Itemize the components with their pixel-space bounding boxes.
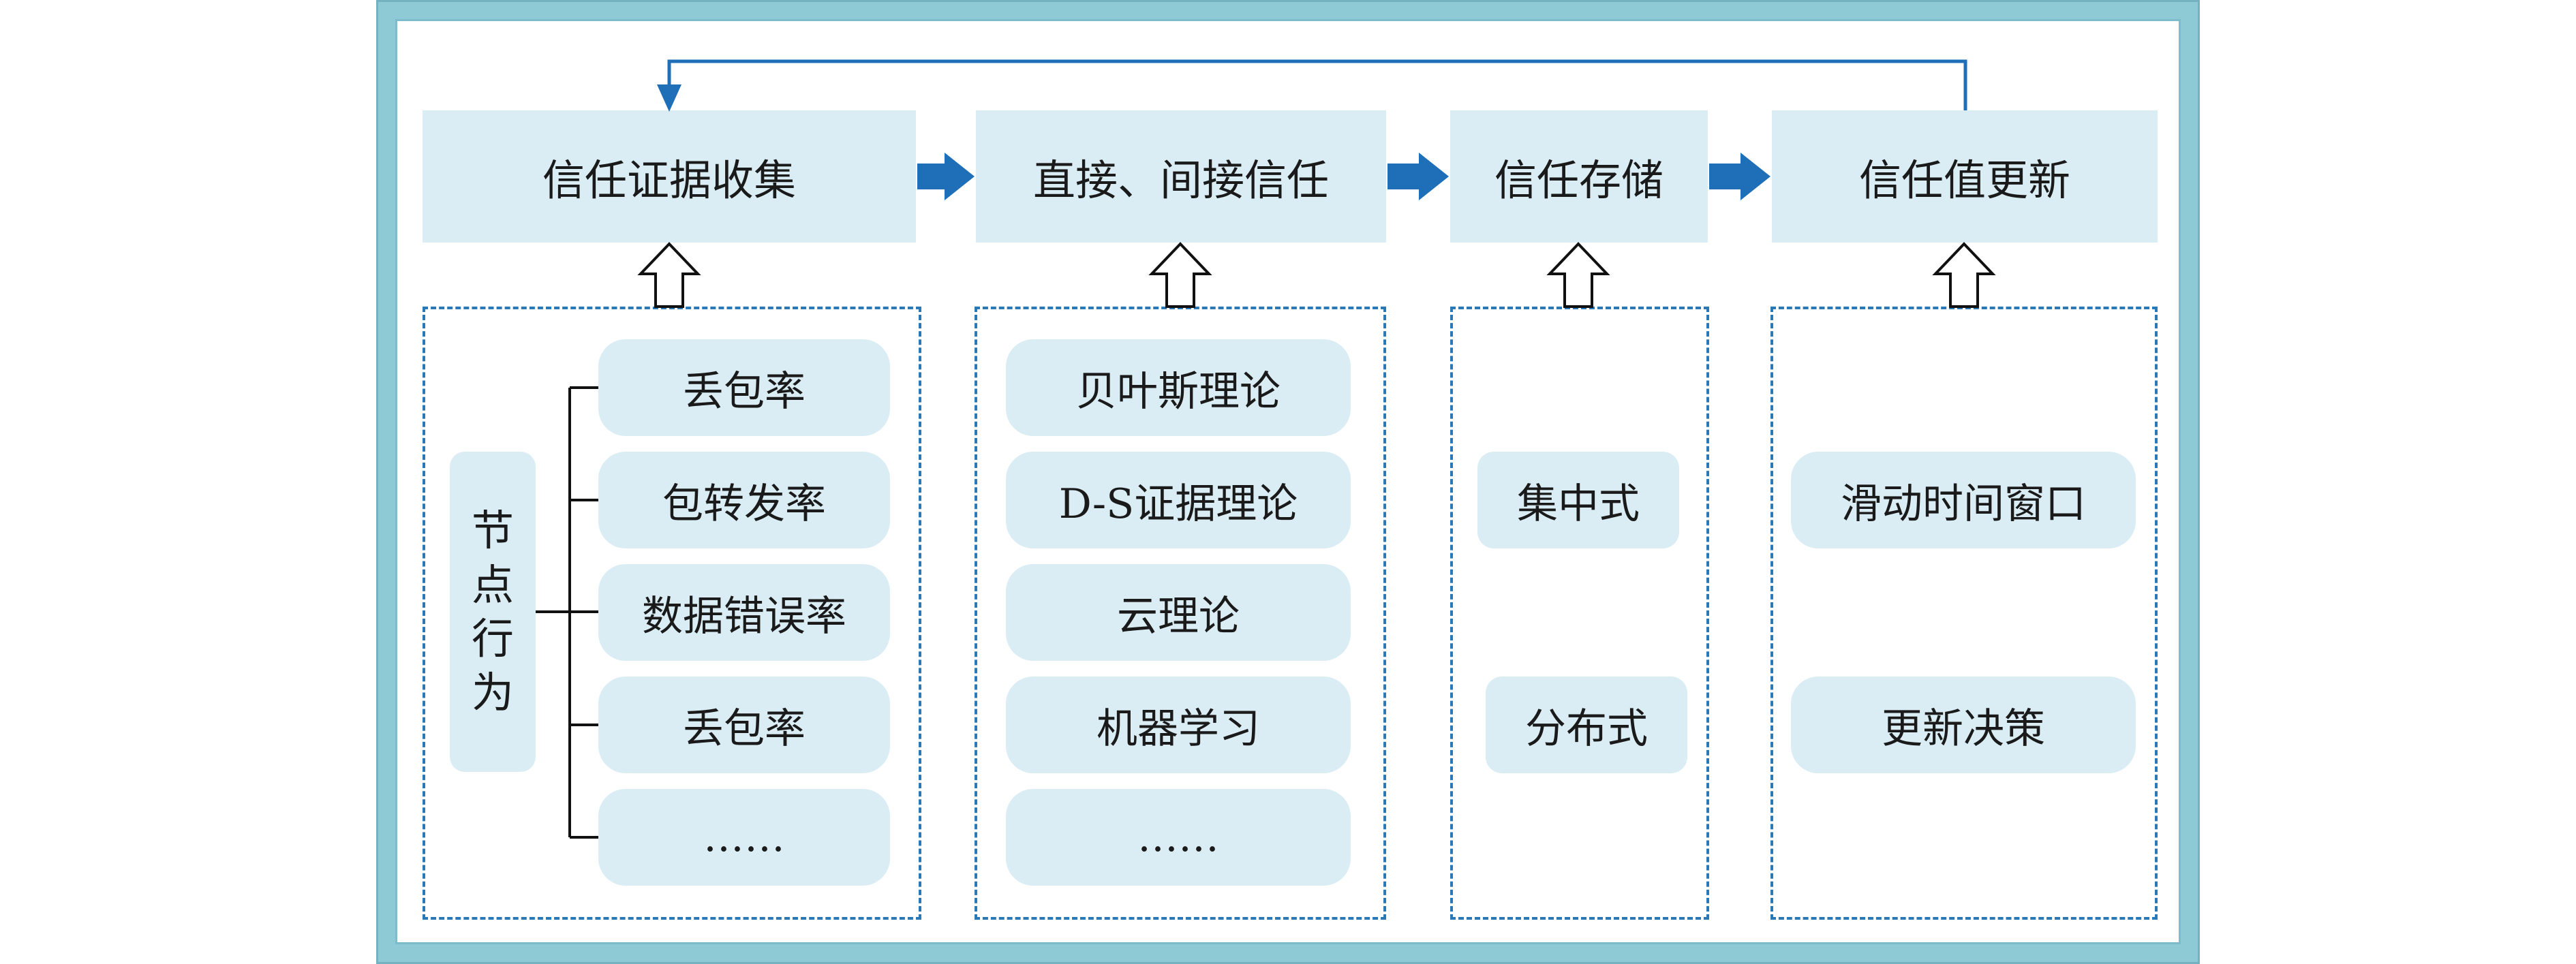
evidence-item-label: 数据错误率	[642, 592, 846, 640]
up-arrow-update	[1932, 242, 1996, 308]
trust-method-label: ……	[1137, 813, 1219, 861]
trust-method-label: D-S证据理论	[1058, 480, 1298, 528]
feedback-loop-arrowhead	[657, 84, 681, 112]
update-method-label: 更新决策	[1882, 704, 2045, 753]
trust-method-item: ……	[1006, 789, 1351, 886]
up-arrow-evidence	[637, 242, 701, 308]
stage-trust-value-update: 信任值更新	[1772, 110, 2158, 243]
stage-arrow-2	[1387, 153, 1449, 200]
stage-arrow-1	[917, 153, 975, 200]
update-method-item: 滑动时间窗口	[1791, 452, 2136, 548]
storage-mode-item: 分布式	[1486, 677, 1687, 773]
node-behavior-char: 节	[471, 506, 514, 556]
up-arrow-trust	[1148, 242, 1212, 308]
storage-mode-label: 集中式	[1517, 480, 1640, 528]
evidence-item: 包转发率	[598, 452, 890, 548]
stage-trust-storage: 信任存储	[1450, 110, 1708, 243]
node-behavior-char: 点	[471, 559, 514, 610]
trust-method-item: D-S证据理论	[1006, 452, 1351, 548]
update-method-label: 滑动时间窗口	[1841, 480, 2086, 528]
evidence-item: 数据错误率	[598, 564, 890, 661]
evidence-item-label: 丢包率	[683, 367, 806, 416]
storage-mode-item: 集中式	[1477, 452, 1679, 548]
node-behavior-char: 行	[471, 614, 514, 664]
node-behavior-label: 节 点 行 为	[450, 452, 536, 772]
storage-mode-label: 分布式	[1525, 704, 1648, 753]
evidence-item-label: ……	[703, 813, 785, 861]
stage-label: 直接、间接信任	[1032, 155, 1329, 205]
evidence-item-label: 丢包率	[683, 704, 806, 753]
stage-direct-indirect-trust: 直接、间接信任	[976, 110, 1386, 243]
feedback-loop-line	[667, 59, 1967, 110]
stage-arrow-3	[1709, 153, 1770, 200]
stage-label: 信任值更新	[1858, 155, 2070, 205]
trust-method-item: 云理论	[1006, 564, 1351, 661]
trust-method-item: 机器学习	[1006, 677, 1351, 773]
evidence-item: ……	[598, 789, 890, 886]
up-arrow-storage	[1546, 242, 1610, 308]
node-behavior-char: 为	[471, 668, 514, 718]
evidence-item-label: 包转发率	[662, 480, 826, 528]
trust-method-item: 贝叶斯理论	[1006, 339, 1351, 436]
update-method-item: 更新决策	[1791, 677, 2136, 773]
stage-label: 信任存储	[1494, 155, 1663, 205]
trust-method-label: 云理论	[1117, 592, 1240, 640]
stage-label: 信任证据收集	[542, 155, 796, 205]
evidence-item: 丢包率	[598, 339, 890, 436]
evidence-bracket	[536, 386, 598, 839]
trust-method-label: 机器学习	[1097, 704, 1260, 753]
trust-method-label: 贝叶斯理论	[1076, 367, 1281, 416]
stage-trust-evidence-collection: 信任证据收集	[423, 110, 916, 243]
evidence-item: 丢包率	[598, 677, 890, 773]
